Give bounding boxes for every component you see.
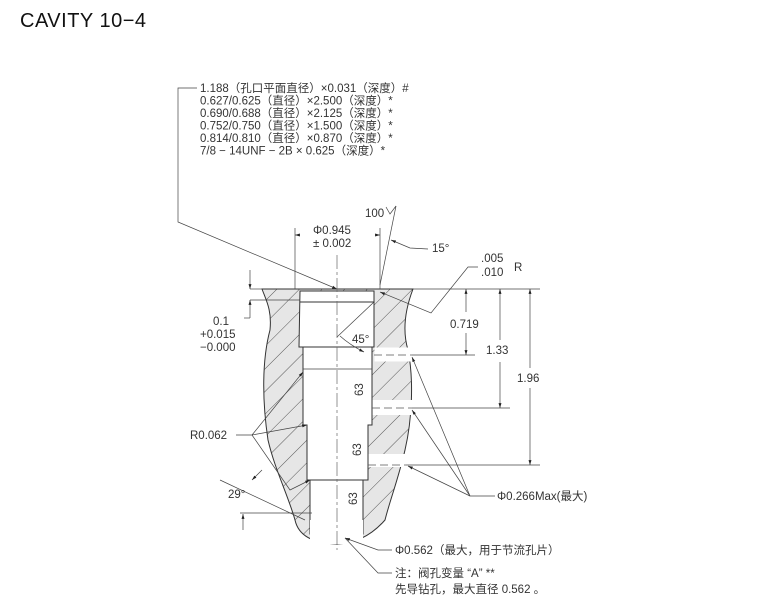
note-line: 0.627/0.625（直径）×2.500（深度）* [200,94,393,108]
depth-01-minus-label: −0.000 [200,342,236,354]
depth-01-plus-label: +0.015 [200,329,236,341]
depth-196-label: 1.96 [517,373,539,385]
note-b-label: 先导钻孔，最大直径 0.562 。 [395,582,545,596]
angle-29-label: 29° [228,489,245,501]
dia-0945-label: Φ0.945 [313,225,351,237]
finish-63-label-1: 63 [354,383,366,396]
radius-010-label: .010 [481,267,503,279]
tol-0945-label: ± 0.002 [313,238,351,250]
angle-15-label: 15° [432,243,449,255]
depth-01-label: 0.1 [213,316,229,328]
note-line: 0.690/0.688（直径）×2.125（深度）* [200,106,393,120]
finish-100-label: 100 [365,208,384,220]
r-0062-label: R0.062 [190,430,227,442]
cavity-section [261,255,414,550]
dia-0562-label: Φ0.562（最大，用于节流孔片） [395,543,559,557]
radius-005-label: .005 [481,253,503,265]
angle-45-label: 45° [352,334,369,346]
drawing-title: CAVITY 10−4 [20,10,147,32]
notes-block: 1.188（孔口平面直径）×0.031（深度）# 0.627/0.625（直径）… [177,81,409,290]
note-line: 0.814/0.810（直径）×0.870（深度）* [200,131,393,145]
note-line: 7/8 − 14UNF − 2B × 0.625（深度）* [200,144,386,158]
hatched-body [261,288,414,545]
radius-r-label: R [514,262,522,274]
note-a-label: 注：阀孔变量 “A” ** [395,566,495,580]
finish-63-label-2: 63 [352,443,364,456]
dimensions: Φ0.945 ± 0.002 100 15° .005 .010 R 0.719… [190,205,588,596]
depth-0719-label: 0.719 [450,319,479,331]
finish-63-label-3: 63 [348,492,360,505]
note-line: 0.752/0.750（直径）×1.500（深度）* [200,119,393,133]
dia-0266-label: Φ0.266Max(最大) [497,489,588,503]
depth-133-label: 1.33 [486,345,508,357]
note-line: 1.188（孔口平面直径）×0.031（深度）# [200,81,409,95]
note-leader [177,87,338,290]
